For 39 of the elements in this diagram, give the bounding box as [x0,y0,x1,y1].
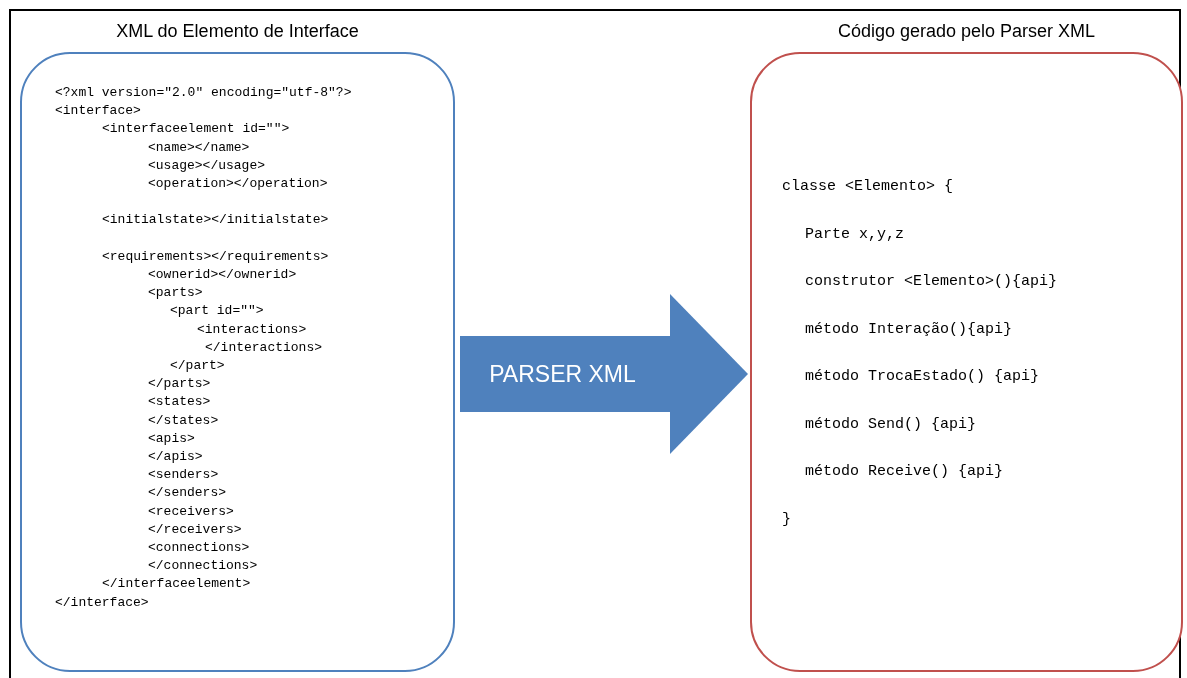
code-line: <receivers> [148,504,234,518]
code-line: <senders> [148,468,219,482]
code-line: método TrocaEstado() {api} [805,369,1040,384]
code-line: </states> [148,413,219,427]
code-line: </senders> [148,486,226,500]
code-line: <interface> [55,104,141,118]
edge-label: PARSER XML [489,360,636,388]
code-line: <operation></operation> [148,177,328,190]
code-line: método Send() {api} [805,416,977,432]
code-line: construtor <Elemento>(){api} [805,274,1058,289]
code-line: </interfaceelement> [102,577,251,591]
block-arrow [460,294,748,454]
code-line: <usage></usage> [148,158,266,172]
code-line: <part id=""> [170,304,264,318]
code-line: método Interação(){api} [805,321,1013,337]
code-line: </interface> [55,595,149,609]
code-line: <interfaceelement id=""> [102,122,290,136]
code-line: <?xml version="2.0" encoding="utf-8"?> [55,86,352,99]
code-line: </interactions> [205,340,323,354]
code-line: } [782,511,791,527]
code-line: <states> [148,395,211,409]
box-heading: Código gerado pelo Parser XML [836,21,1097,42]
code-line: <parts> [148,286,203,300]
code-line: <apis> [148,431,195,445]
code-line: </part> [170,359,225,372]
code-line: </connections> [148,559,258,573]
code-line: </parts> [148,377,211,391]
code-line: <initialstate></initialstate> [102,213,329,227]
code-line: Parte x,y,z [805,226,905,242]
code-line: </receivers> [148,522,242,536]
code-line: <requirements></requirements> [102,249,329,263]
code-line: </apis> [148,450,203,463]
box-heading: XML do Elemento de Interface [115,21,360,42]
code-line: <connections> [148,541,250,554]
code-line: <interactions> [197,322,307,336]
code-line: método Receive() {api} [805,464,1004,479]
code-line: <name></name> [148,140,250,154]
code-line: <ownerid></ownerid> [148,268,297,281]
code-line: classe <Elemento> { [782,179,954,194]
